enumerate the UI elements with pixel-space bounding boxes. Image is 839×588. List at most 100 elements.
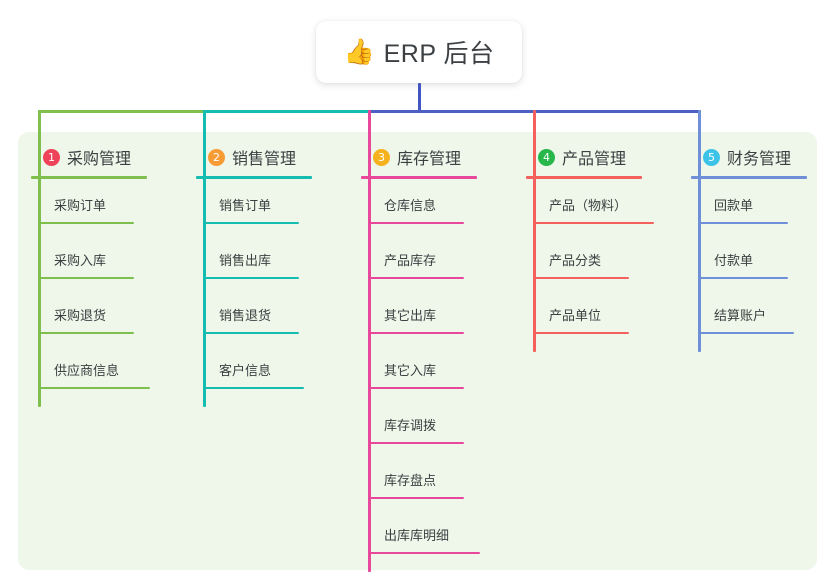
- leaf-item[interactable]: 出库库明细: [361, 509, 480, 564]
- leaf-list-1: 采购订单采购入库采购退货供应商信息: [31, 179, 150, 399]
- leaf-underline: [38, 387, 150, 389]
- leaf-item[interactable]: 库存调拨: [361, 399, 464, 454]
- leaf-item[interactable]: 产品库存: [361, 234, 464, 289]
- leaf-item[interactable]: 产品分类: [526, 234, 629, 289]
- branch-badge-4: 4: [538, 148, 555, 166]
- branch-header-5[interactable]: 5 财务管理: [691, 144, 791, 170]
- leaf-item[interactable]: 销售订单: [196, 179, 299, 234]
- branch-drop-5: [698, 110, 701, 179]
- leaf-item[interactable]: 回款单: [691, 179, 791, 234]
- branch-underline-1: [31, 176, 147, 179]
- bus-segment-1: [38, 110, 206, 113]
- branch-underline-4: [526, 176, 642, 179]
- branch-trunk-4: [533, 178, 536, 352]
- branch-title-4: 产品管理: [562, 151, 627, 168]
- leaf-item[interactable]: 产品单位: [526, 289, 629, 344]
- leaf-underline: [698, 277, 788, 279]
- branch-header-3[interactable]: 3 库存管理: [361, 144, 461, 170]
- leaf-list-5: 回款单付款单结算账户: [691, 179, 794, 344]
- bus-segment-2: [203, 110, 371, 113]
- root-node[interactable]: 👍 ERP 后台: [316, 21, 522, 83]
- leaf-underline: [698, 222, 788, 224]
- leaf-underline: [533, 332, 629, 334]
- leaf-underline: [203, 332, 299, 334]
- leaf-label: 库存盘点: [384, 473, 437, 488]
- branch-badge-2: 2: [208, 148, 225, 166]
- branch-header-2[interactable]: 2 销售管理: [196, 144, 296, 170]
- leaf-label: 其它出库: [384, 308, 437, 323]
- branch-badge-3: 3: [373, 148, 390, 166]
- leaf-item[interactable]: 库存盘点: [361, 454, 464, 509]
- leaf-label: 结算账户: [714, 308, 767, 323]
- leaf-underline: [368, 442, 464, 444]
- branch-header-1[interactable]: 1 采购管理: [31, 144, 131, 170]
- leaf-label: 客户信息: [219, 363, 272, 378]
- branch-underline-5: [691, 176, 807, 179]
- leaf-underline: [38, 222, 134, 224]
- bus-segment-4: [533, 110, 701, 113]
- branch-trunk-5: [698, 178, 701, 352]
- branch-drop-3: [368, 110, 371, 179]
- leaf-item[interactable]: 其它入库: [361, 344, 464, 399]
- leaf-underline: [368, 332, 464, 334]
- leaf-underline: [368, 497, 464, 499]
- leaf-label: 仓库信息: [384, 198, 437, 213]
- leaf-label: 产品分类: [549, 253, 602, 268]
- branch-title-3: 库存管理: [397, 151, 462, 168]
- leaf-label: 出库库明细: [384, 528, 450, 543]
- branch-drop-1: [38, 110, 41, 179]
- leaf-underline: [38, 277, 134, 279]
- leaf-underline: [368, 277, 464, 279]
- branch-badge-1: 1: [43, 148, 60, 166]
- leaf-item[interactable]: 结算账户: [691, 289, 794, 344]
- leaf-label: 产品（物料）: [549, 198, 628, 213]
- branch-header-4[interactable]: 4 产品管理: [526, 144, 626, 170]
- leaf-item[interactable]: 客户信息: [196, 344, 304, 399]
- root-stem: [418, 83, 421, 113]
- leaf-label: 采购入库: [54, 253, 107, 268]
- leaf-item[interactable]: 采购退货: [31, 289, 134, 344]
- branch-column-2: 2 销售管理销售订单销售出库销售退货客户信息: [196, 144, 312, 407]
- leaf-item[interactable]: 采购入库: [31, 234, 134, 289]
- branch-title-2: 销售管理: [232, 151, 297, 168]
- leaf-label: 回款单: [714, 198, 754, 213]
- leaf-underline: [368, 222, 464, 224]
- leaf-label: 库存调拨: [384, 418, 437, 433]
- leaf-label: 其它入库: [384, 363, 437, 378]
- root-node-label: ERP 后台: [383, 40, 495, 68]
- branch-drop-2: [203, 110, 206, 179]
- leaf-underline: [368, 552, 480, 554]
- leaf-underline: [203, 277, 299, 279]
- branch-trunk-3: [368, 178, 371, 572]
- leaf-item[interactable]: 产品（物料）: [526, 179, 654, 234]
- leaf-underline: [533, 222, 654, 224]
- branch-trunk-1: [38, 178, 41, 407]
- leaf-label: 产品单位: [549, 308, 602, 323]
- leaf-label: 销售订单: [219, 198, 272, 213]
- branch-column-5: 5 财务管理回款单付款单结算账户: [691, 144, 807, 352]
- leaf-item[interactable]: 付款单: [691, 234, 791, 289]
- leaf-label: 销售出库: [219, 253, 272, 268]
- leaf-item[interactable]: 销售出库: [196, 234, 299, 289]
- branch-title-1: 采购管理: [67, 151, 132, 168]
- branch-underline-2: [196, 176, 312, 179]
- branch-column-1: 1 采购管理采购订单采购入库采购退货供应商信息: [31, 144, 150, 407]
- leaf-label: 付款单: [714, 253, 754, 268]
- leaf-label: 供应商信息: [54, 363, 120, 378]
- branch-trunk-2: [203, 178, 206, 407]
- leaf-item[interactable]: 供应商信息: [31, 344, 150, 399]
- branch-column-4: 4 产品管理产品（物料） 产品分类产品单位: [526, 144, 654, 352]
- leaf-item[interactable]: 销售退货: [196, 289, 299, 344]
- bus-segment-3: [368, 110, 536, 113]
- leaf-item[interactable]: 采购订单: [31, 179, 134, 234]
- leaf-label: 产品库存: [384, 253, 437, 268]
- branch-badge-5: 5: [703, 148, 720, 166]
- leaf-underline: [203, 387, 304, 389]
- branch-title-5: 财务管理: [727, 151, 792, 168]
- leaf-underline: [203, 222, 299, 224]
- branch-underline-3: [361, 176, 477, 179]
- leaf-list-3: 仓库信息产品库存其它出库其它入库库存调拨库存盘点出库库明细: [361, 179, 480, 564]
- leaf-label: 采购订单: [54, 198, 107, 213]
- leaf-item[interactable]: 仓库信息: [361, 179, 464, 234]
- leaf-item[interactable]: 其它出库: [361, 289, 464, 344]
